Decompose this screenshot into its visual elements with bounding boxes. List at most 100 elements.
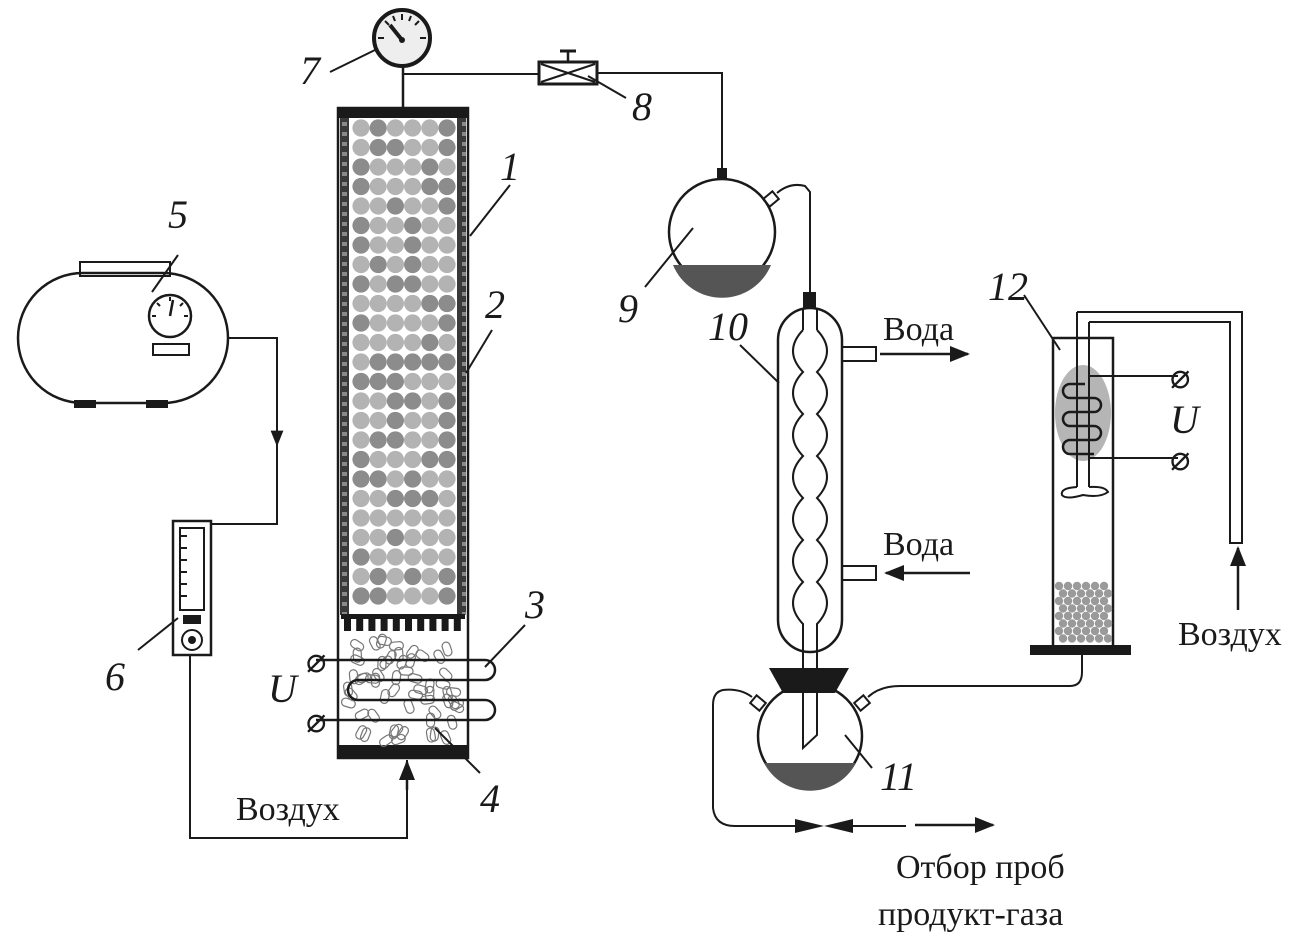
bed-ball [438, 353, 456, 371]
granule [1103, 604, 1113, 613]
bed-ball [421, 431, 439, 449]
pellet [433, 649, 446, 664]
bed-ball [438, 236, 456, 254]
bed-ball [421, 567, 439, 586]
rotameter [171, 519, 213, 657]
pellet [445, 687, 462, 697]
bed-ball [369, 470, 387, 488]
grate-bar [405, 618, 412, 631]
pellet [379, 688, 391, 704]
bed-ball [404, 509, 422, 527]
sampling-label-line1: Отбор проб [896, 849, 1065, 886]
bed-ball [369, 528, 387, 547]
column-wall-left [340, 118, 349, 615]
bed-ball [386, 470, 404, 488]
bed-ball [352, 138, 370, 157]
bed-ball [438, 548, 456, 566]
bed-ball [352, 197, 370, 215]
bed-ball [386, 314, 404, 332]
label-9: 9 [618, 286, 638, 331]
bed-ball [438, 119, 456, 137]
bed-ball [421, 489, 439, 508]
voltage-label-right: U [1170, 397, 1202, 442]
bed-ball [404, 197, 422, 215]
bed-ball [404, 548, 422, 566]
bed-ball [386, 177, 404, 196]
granule [1081, 611, 1091, 621]
afterburner [1030, 311, 1243, 655]
granule [1063, 626, 1073, 636]
bed-ball [438, 411, 456, 430]
granule [1085, 619, 1095, 628]
bed-ball [352, 392, 370, 410]
bed-ball [352, 158, 370, 176]
afterburner-granules [1054, 581, 1113, 643]
pellet [354, 708, 370, 721]
granule [1063, 611, 1073, 621]
bed-ball [421, 275, 439, 293]
label-4: 4 [480, 776, 500, 821]
bed-ball [404, 489, 422, 508]
bed-ball [386, 372, 404, 391]
bed-ball [421, 353, 439, 371]
bed-ball [352, 372, 370, 391]
bed-ball [421, 236, 439, 254]
pellet [359, 727, 372, 743]
compressor-gauge-icon [147, 293, 193, 339]
granule [1072, 626, 1082, 636]
bed-ball [369, 548, 387, 566]
granule [1103, 619, 1113, 628]
granule [1090, 581, 1100, 591]
label-1: 1 [500, 144, 520, 189]
bed-ball [421, 450, 439, 469]
pellet [425, 727, 437, 743]
bed-ball [421, 294, 439, 313]
pellet [340, 697, 356, 709]
grate-bar [392, 618, 400, 631]
granule [1072, 611, 1082, 621]
granule [1067, 604, 1077, 613]
grate-bar [429, 618, 437, 631]
pellet [439, 730, 452, 745]
bed-ball [404, 138, 422, 157]
grate-bar [453, 618, 461, 631]
granule [1099, 611, 1109, 621]
bed-ball [352, 587, 370, 605]
bed-ball [404, 314, 422, 332]
bed-ball [352, 216, 370, 235]
bed-ball [386, 158, 404, 176]
granule [1081, 596, 1091, 606]
granule [1058, 634, 1068, 643]
bed-ball [369, 333, 387, 352]
granule [1054, 626, 1064, 636]
granule [1094, 589, 1104, 598]
sampling-label-line2: продукт-газа [878, 896, 1063, 933]
bed-ball [438, 314, 456, 332]
bed-ball [404, 470, 422, 488]
bed-ball [352, 255, 370, 274]
bed-ball [386, 489, 404, 508]
bed-ball [404, 236, 422, 254]
granule [1058, 589, 1068, 598]
bed-ball [438, 392, 456, 410]
bed-ball [438, 138, 456, 157]
bed-ball [352, 333, 370, 352]
granule [1076, 604, 1086, 613]
bed-ball [369, 177, 387, 196]
bed-ball [352, 177, 370, 196]
granule [1085, 634, 1095, 643]
granule [1067, 634, 1077, 643]
bed-ball [421, 197, 439, 215]
granule [1094, 634, 1104, 643]
granule [1094, 619, 1104, 628]
pellet [408, 689, 424, 700]
packed-bed [352, 119, 456, 605]
bed-ball [386, 333, 404, 352]
pressure-gauge [372, 8, 432, 68]
bed-ball [369, 372, 387, 391]
bed-ball [369, 509, 387, 527]
bed-ball [369, 392, 387, 410]
pellet [350, 654, 365, 666]
bed-ball [421, 470, 439, 488]
bed-ball [421, 392, 439, 410]
